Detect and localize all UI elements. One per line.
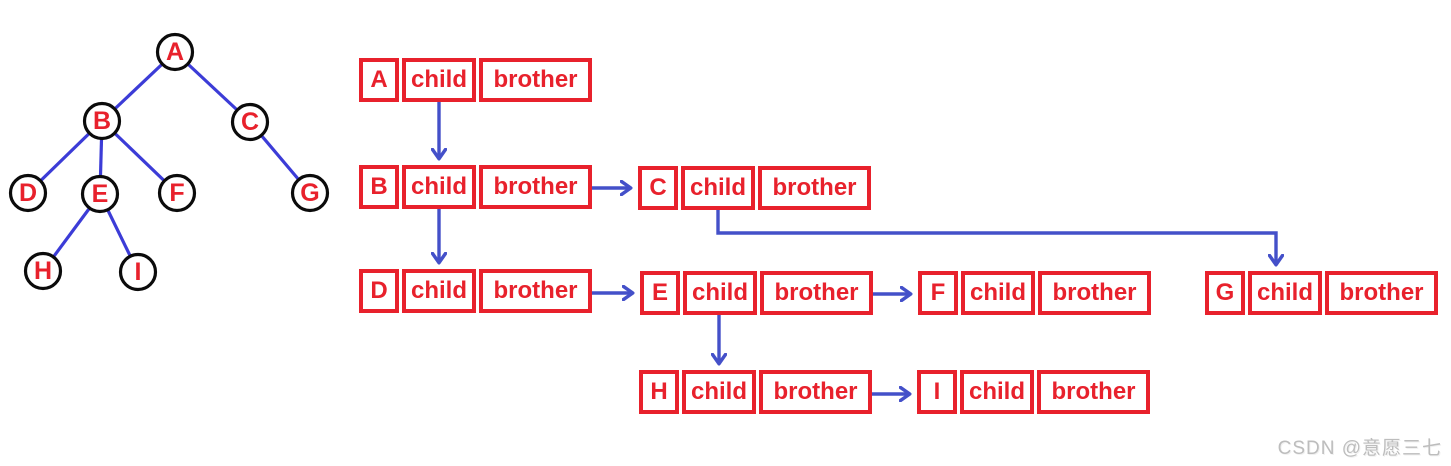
tree-node-circle-F	[157, 173, 197, 213]
tree-node-circle-G	[290, 173, 330, 213]
record-I-letter-cell: I	[917, 370, 957, 414]
record-F-brother-cell: brother	[1038, 271, 1151, 315]
record-C-letter-cell: C	[638, 166, 678, 210]
record-D-letter-cell: D	[359, 269, 399, 313]
record-H-child-cell: child	[682, 370, 756, 414]
record-E-child-cell: child	[683, 271, 757, 315]
record-D-child-cell: child	[402, 269, 476, 313]
tree-node-circle-C	[230, 102, 270, 142]
tree-node-circle-B	[82, 101, 122, 141]
record-C-brother-cell: brother	[758, 166, 871, 210]
record-E-brother-cell: brother	[760, 271, 873, 315]
record-H-brother-cell: brother	[759, 370, 872, 414]
watermark: CSDN @意愿三七	[1277, 438, 1442, 459]
record-D-brother-cell: brother	[479, 269, 592, 313]
record-I-child-cell: child	[960, 370, 1034, 414]
record-G-letter-cell: G	[1205, 271, 1245, 315]
record-B-child-cell: child	[402, 165, 476, 209]
record-A-letter-cell: A	[359, 58, 399, 102]
tree-node-circle-D	[8, 173, 48, 213]
record-B-brother-cell: brother	[479, 165, 592, 209]
record-E-letter-cell: E	[640, 271, 680, 315]
record-I-brother-cell: brother	[1037, 370, 1150, 414]
record-A-child-cell: child	[402, 58, 476, 102]
record-H-letter-cell: H	[639, 370, 679, 414]
record-C-child-cell: child	[681, 166, 755, 210]
tree-node-circle-H	[23, 251, 63, 291]
tree-node-circle-I	[118, 252, 158, 292]
record-G-child-cell: child	[1248, 271, 1322, 315]
tree-node-circle-E	[80, 174, 120, 214]
record-G-brother-cell: brother	[1325, 271, 1438, 315]
record-A-brother-cell: brother	[479, 58, 592, 102]
arrow-C-child-to-G	[716, 199, 1276, 264]
record-B-letter-cell: B	[359, 165, 399, 209]
record-F-child-cell: child	[961, 271, 1035, 315]
tree-node-circle-A	[155, 32, 195, 72]
record-F-letter-cell: F	[918, 271, 958, 315]
